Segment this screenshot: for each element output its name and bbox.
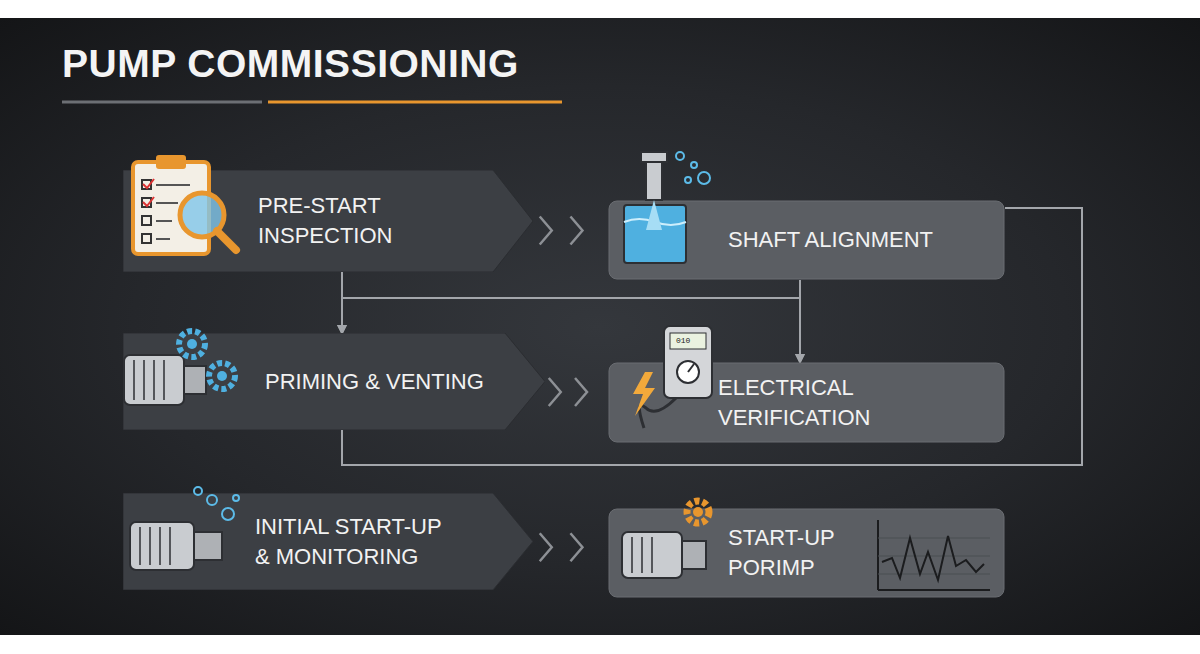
node-label: ELECTRICAL VERIFICATION (718, 373, 908, 433)
node-label: SHAFT ALIGNMENT (728, 225, 958, 255)
chevron (540, 217, 552, 245)
node-label: START-UP PORIMP (728, 523, 863, 583)
chevron (570, 217, 582, 245)
node-label: PRE-START INSPECTION (258, 191, 408, 251)
box-fill (123, 333, 545, 430)
arrow-process-box: PRE-START INSPECTION (123, 170, 533, 272)
box-fill (123, 170, 533, 272)
chevron (575, 378, 587, 406)
box-fill (609, 509, 1004, 597)
display-readout: 010 (676, 336, 690, 345)
node-label: PRIMING & VENTING (265, 367, 505, 397)
box-outline (608, 362, 1005, 443)
title-underline-accent (268, 101, 562, 104)
chevron-connector (540, 217, 583, 245)
box-fill (609, 363, 1004, 442)
process-box: ELECTRICAL VERIFICATION (608, 362, 1005, 443)
title-underline (62, 101, 262, 104)
chevron (570, 533, 582, 561)
box-fill (609, 201, 1004, 279)
box-outline (123, 170, 533, 272)
chevron (549, 378, 561, 406)
arrow-process-box: INITIAL START-UP & MONITORING (123, 493, 533, 590)
chevron-connector (540, 533, 583, 561)
box-outline (608, 508, 1005, 598)
flow-connector (342, 280, 800, 333)
process-box: SHAFT ALIGNMENT (608, 200, 1005, 280)
process-box: START-UP PORIMP (608, 508, 1005, 598)
diagram-title: PUMP COMMISSIONING (62, 42, 519, 86)
box-fill (123, 493, 533, 590)
chevron-connector (549, 378, 587, 406)
node-label: INITIAL START-UP & MONITORING (255, 512, 450, 572)
arrow-process-box: PRIMING & VENTING (123, 333, 545, 430)
box-outline (123, 493, 533, 590)
chevron (540, 533, 552, 561)
